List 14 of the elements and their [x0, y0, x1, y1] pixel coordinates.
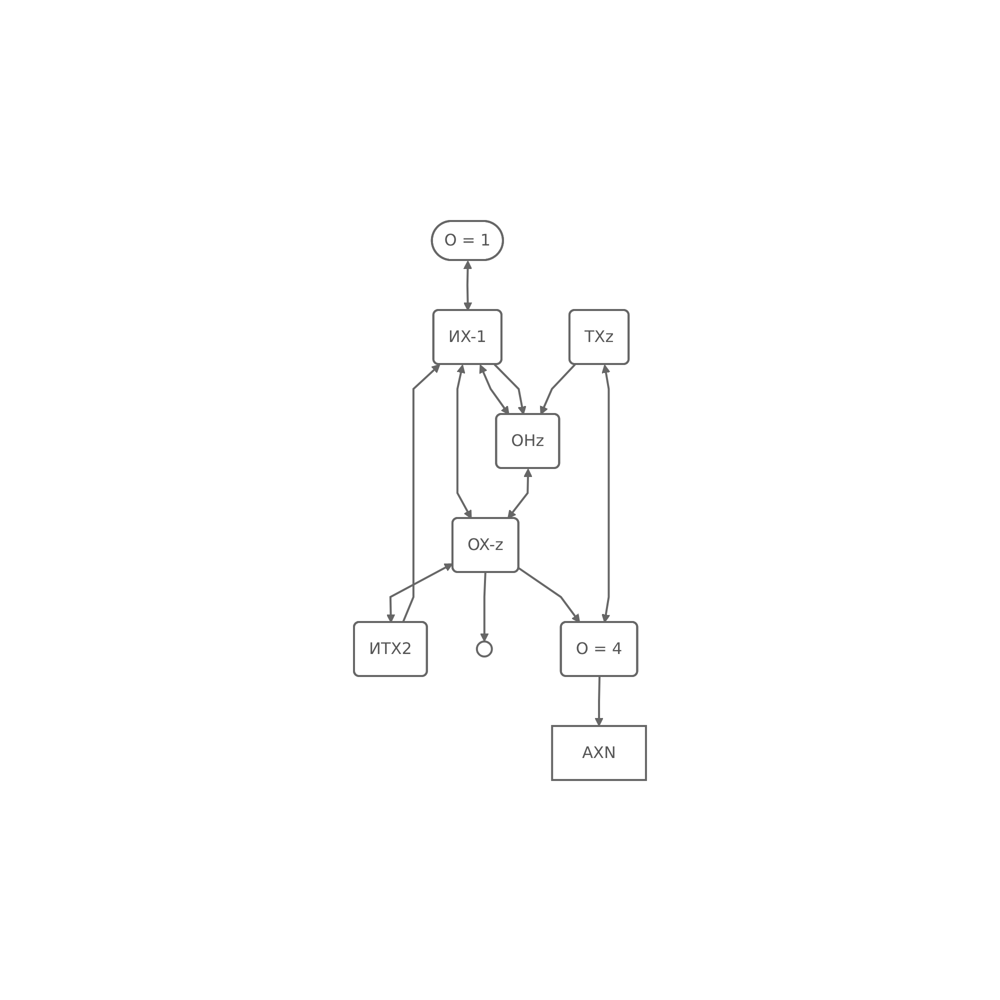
arrow: [456, 364, 472, 518]
node-circle: [476, 640, 493, 657]
arrow: [594, 676, 604, 726]
arrow: [540, 363, 576, 414]
node-box: AXN: [551, 724, 647, 780]
arrow: [402, 364, 440, 622]
arrow: [602, 364, 610, 622]
arrow: [463, 260, 472, 310]
arrow: [386, 562, 454, 622]
arrow: [479, 364, 510, 414]
arrow: [518, 566, 580, 622]
arrow: [494, 363, 526, 414]
arrow: [507, 468, 532, 518]
arrow: [480, 572, 489, 642]
